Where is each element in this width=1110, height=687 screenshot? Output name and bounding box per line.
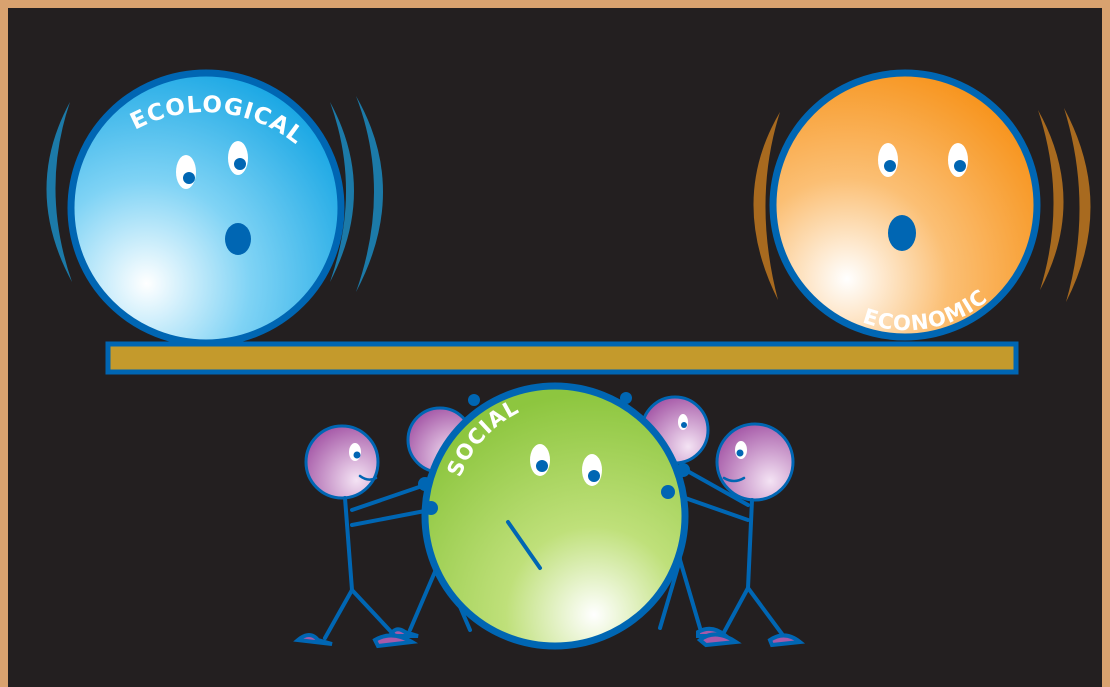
social-ball: SOCIAL (418, 386, 690, 646)
balance-illustration: ECOLOGICAL ECONOMIC (8, 8, 1102, 687)
balance-beam (108, 344, 1016, 372)
illustration-canvas: ECOLOGICAL ECONOMIC (8, 8, 1102, 687)
helper-front-left (298, 426, 430, 646)
economic-ball: ECONOMIC (753, 73, 1090, 337)
ecological-ball: ECOLOGICAL (46, 73, 383, 343)
